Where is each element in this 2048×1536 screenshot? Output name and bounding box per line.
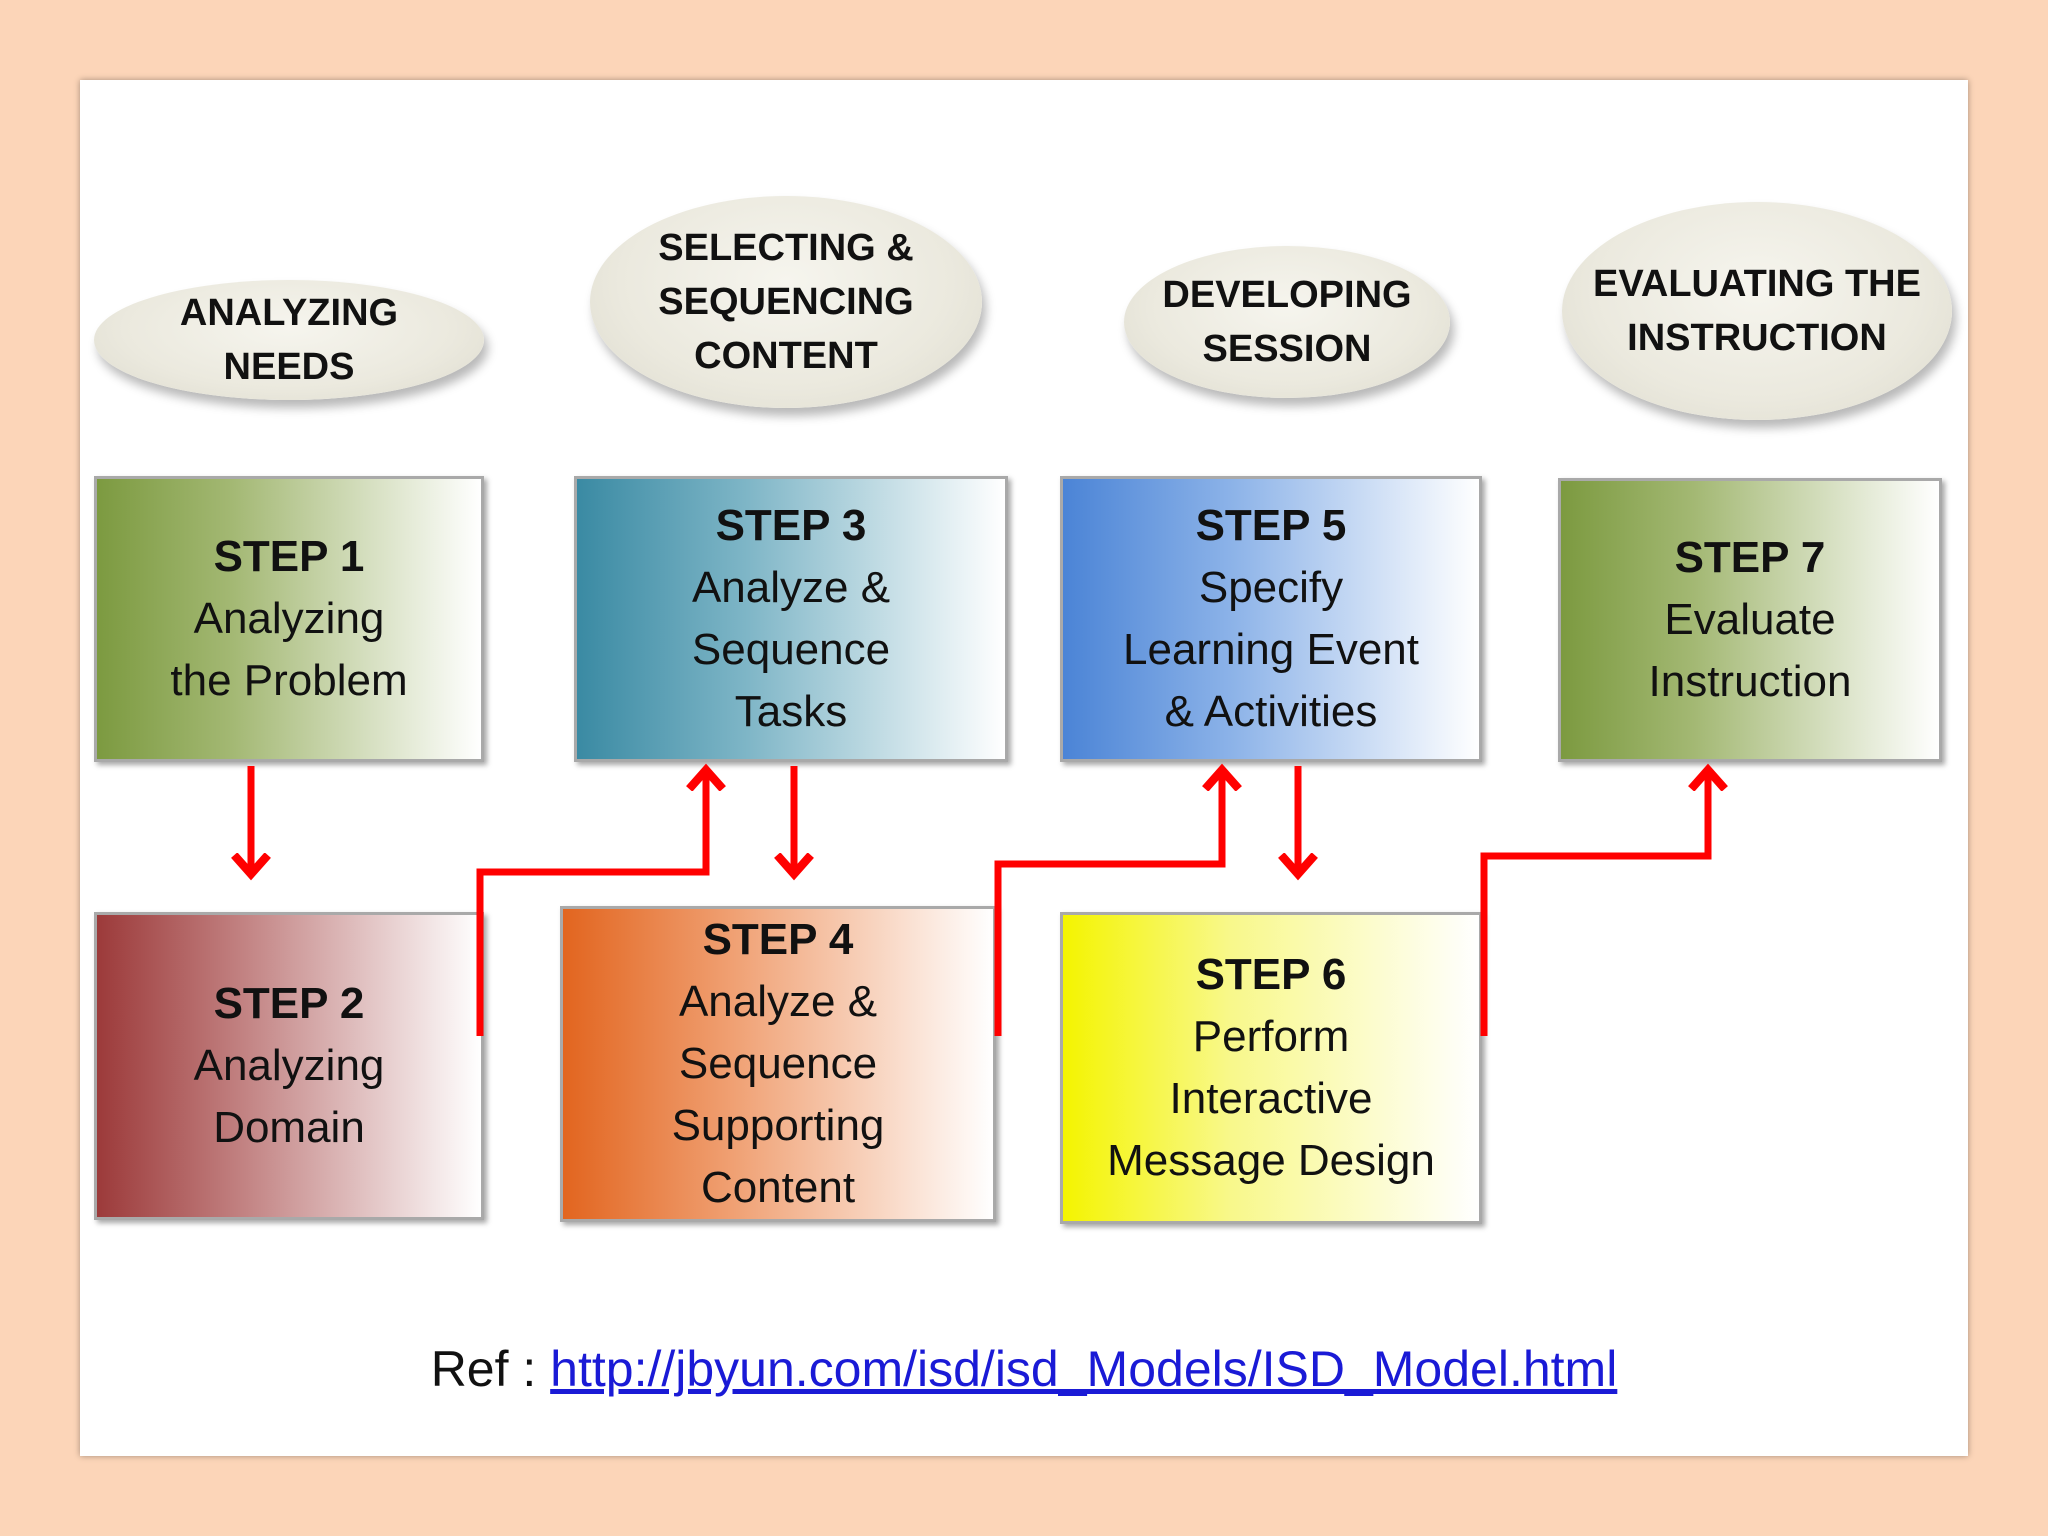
- step-text-line: Analyze &: [691, 563, 891, 612]
- step-text-line: Interactive: [1169, 1074, 1373, 1123]
- phase-label-line: SESSION: [1202, 328, 1372, 370]
- step-text-line: Analyzing: [193, 1041, 385, 1090]
- step-number: STEP 2: [213, 979, 365, 1028]
- step-5-box: STEP 5 Specify Learning Event & Activiti…: [1060, 476, 1482, 762]
- step-text-line: Content: [700, 1163, 856, 1212]
- phase-label-line: INSTRUCTION: [1627, 317, 1887, 359]
- reference-line: Ref : http://jbyun.com/isd/isd_Models/IS…: [0, 1340, 2048, 1398]
- step-text-line: Instruction: [1648, 657, 1852, 706]
- step-2-box: STEP 2 Analyzing Domain: [94, 912, 484, 1220]
- step-number: STEP 7: [1674, 533, 1826, 582]
- step-7-box: STEP 7 Evaluate Instruction: [1558, 478, 1942, 762]
- step-text-line: Evaluate: [1664, 595, 1836, 644]
- phase-analyzing-needs: ANALYZING NEEDS: [94, 280, 484, 400]
- arrow-step6-to-step7: [1480, 770, 1708, 1036]
- step-text-line: & Activities: [1164, 687, 1378, 736]
- step-text-line: Domain: [213, 1103, 365, 1152]
- phase-evaluating-instruction: EVALUATING THE INSTRUCTION: [1562, 202, 1952, 420]
- step-text-line: Message Design: [1107, 1136, 1435, 1185]
- phase-label-line: SELECTING &: [658, 227, 914, 269]
- step-number: STEP 4: [702, 915, 854, 964]
- step-6-box: STEP 6 Perform Interactive Message Desig…: [1060, 912, 1482, 1224]
- phase-label-line: NEEDS: [223, 346, 355, 388]
- step-text-line: Sequence: [691, 625, 891, 674]
- step-text-line: Tasks: [734, 687, 848, 736]
- step-text-line: Sequence: [678, 1039, 878, 1088]
- phase-label-line: SEQUENCING: [658, 281, 914, 323]
- step-text-line: Analyzing: [193, 594, 385, 643]
- step-number: STEP 5: [1195, 501, 1347, 550]
- step-text-line: Learning Event: [1123, 625, 1419, 674]
- arrow-step2-to-step3: [476, 770, 706, 1036]
- step-1-box: STEP 1 Analyzing the Problem: [94, 476, 484, 762]
- step-number: STEP 1: [213, 532, 365, 581]
- step-4-box: STEP 4 Analyze & Sequence Supporting Con…: [560, 906, 996, 1222]
- step-number: STEP 3: [715, 501, 867, 550]
- phase-developing-session: DEVELOPING SESSION: [1124, 246, 1450, 398]
- reference-link[interactable]: http://jbyun.com/isd/isd_Models/ISD_Mode…: [550, 1341, 1618, 1397]
- step-text-line: Analyze &: [678, 977, 878, 1026]
- phase-label-line: ANALYZING: [179, 292, 399, 334]
- arrow-step4-to-step5: [994, 770, 1222, 1036]
- phase-label-line: EVALUATING THE: [1593, 263, 1921, 305]
- phase-label-line: CONTENT: [694, 335, 878, 377]
- phase-selecting-sequencing: SELECTING & SEQUENCING CONTENT: [590, 196, 982, 408]
- step-text-line: the Problem: [170, 656, 408, 705]
- reference-label: Ref :: [430, 1341, 551, 1397]
- step-text-line: Supporting: [671, 1101, 885, 1150]
- phase-label-line: DEVELOPING: [1162, 274, 1412, 316]
- step-3-box: STEP 3 Analyze & Sequence Tasks: [574, 476, 1008, 762]
- step-text-line: Specify: [1198, 563, 1344, 612]
- step-text-line: Perform: [1192, 1012, 1350, 1061]
- step-number: STEP 6: [1195, 950, 1347, 999]
